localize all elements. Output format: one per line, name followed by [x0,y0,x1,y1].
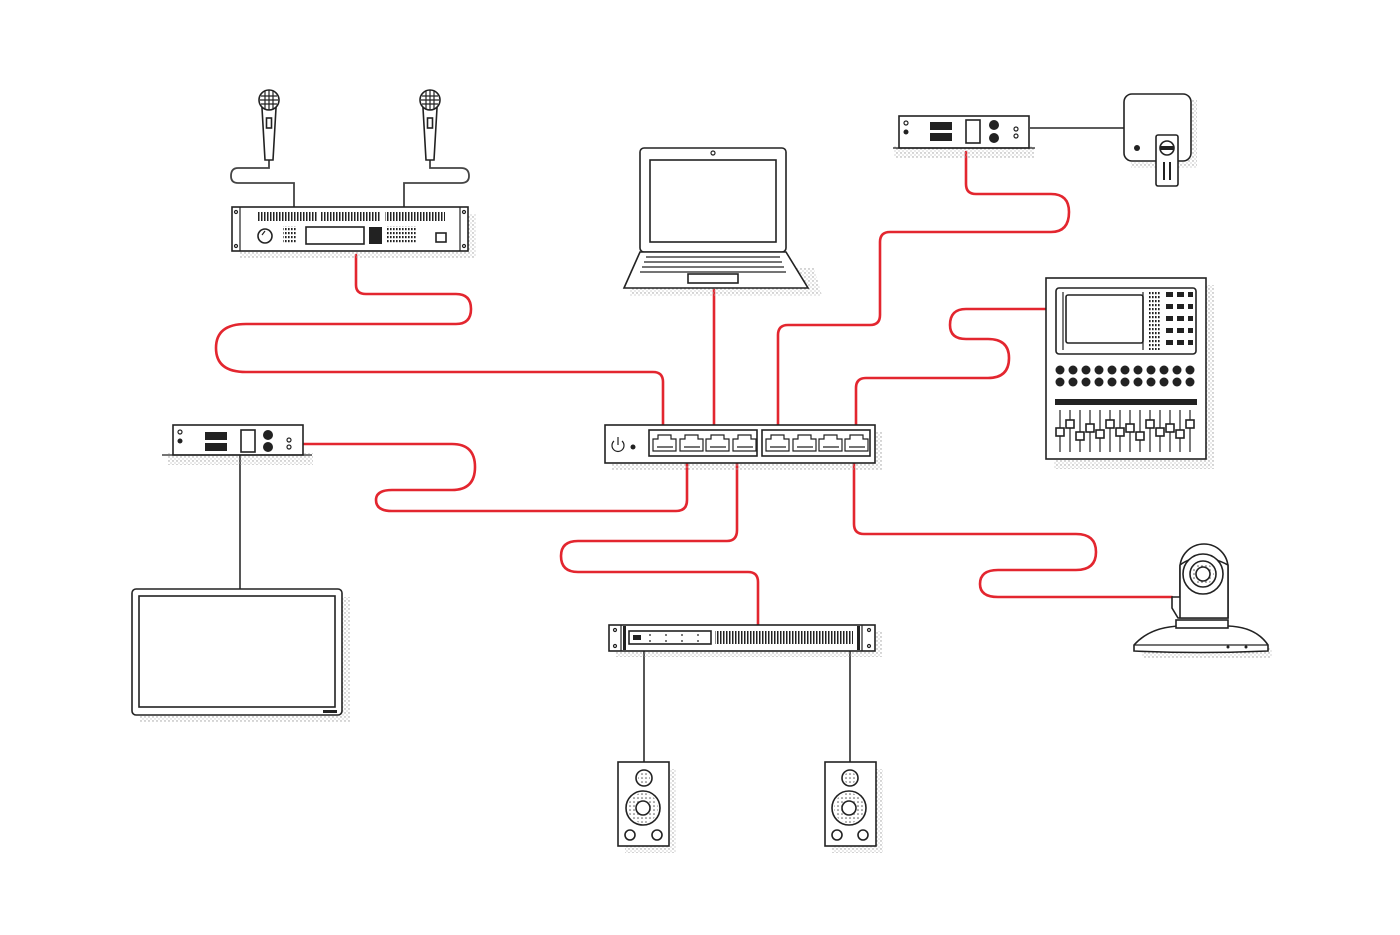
wireless-mic-receiver [231,206,476,258]
cable-camera-switch [852,461,1174,599]
wall-panel-icon [1123,93,1197,187]
cable-amplifier-switch [559,461,760,626]
loudspeaker-icon [824,761,883,853]
laptop [622,147,822,296]
cable-mixer-switch [854,307,1047,427]
ptz-camera-icon [1133,543,1272,658]
laptop-icon [622,147,822,296]
mixer-knobs [1055,365,1195,387]
loudspeaker-icon [617,761,676,853]
touch-panel [1123,93,1197,187]
speaker-right [824,761,883,853]
io-box-icon [162,424,313,465]
microphone-1 [258,89,280,161]
handheld-microphone-icon [419,89,441,161]
digital-mixer [1045,277,1214,469]
handheld-microphone-icon [258,89,280,161]
decoder-box-left [162,424,313,465]
io-box-icon [893,115,1035,158]
speaker-left [617,761,676,853]
ptz-camera [1133,543,1272,658]
microphone-2 [419,89,441,161]
display-monitor [131,588,350,722]
switch-16-port-icon [604,424,882,470]
cable-encoder-switch [776,150,1071,427]
network-switch [604,424,882,470]
monitor-icon [131,588,350,722]
analog-cables [230,127,1124,764]
cable-mic2-receiver [403,160,470,207]
mixing-console-icon [1045,277,1214,469]
mixer-faders [1055,399,1197,452]
cable-decoder-switch [301,442,689,513]
network-cables [214,150,1174,626]
power-icon [611,437,625,452]
power-amplifier [608,624,882,657]
encoder-box-top [893,115,1035,158]
cable-mic1-receiver [230,160,295,207]
cable-receiver-switch [214,253,665,427]
rack-amplifier-icon [608,624,882,657]
